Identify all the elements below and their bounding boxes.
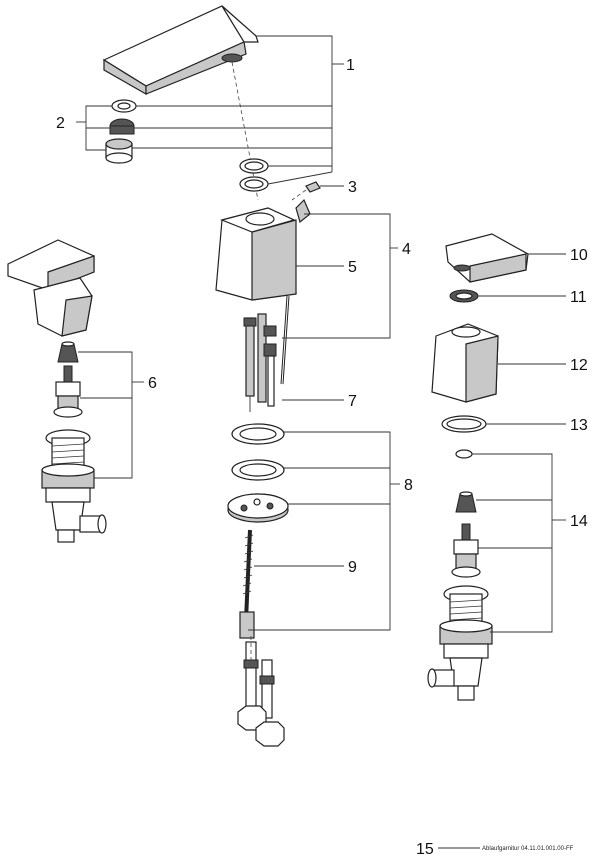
footer-caption: Ablaufgarnitur 04.11.01.001.00-FF (482, 846, 574, 852)
callout-5: 5 (348, 259, 357, 276)
spout-o-ring-lower (239, 176, 269, 192)
callout-9: 9 (348, 559, 357, 576)
aerator-washer (111, 99, 137, 113)
callout-7: 7 (348, 393, 357, 410)
spout-o-ring-upper (239, 158, 269, 174)
callout-13: 13 (570, 417, 588, 434)
aerator-insert (109, 118, 135, 135)
left-cartridge (53, 365, 83, 418)
right-cover-part-12 (431, 323, 499, 403)
callout-2: 2 (56, 115, 65, 132)
callout-8: 8 (404, 477, 413, 494)
right-spline-adapter (455, 491, 477, 513)
aerator-housing (105, 138, 133, 164)
leader-lines (76, 35, 566, 849)
right-cartridge (451, 523, 481, 578)
right-valve-body (427, 585, 493, 701)
callout-1: 1 (346, 57, 355, 74)
mounting-studs-part-7 (243, 313, 277, 412)
spout-part-1 (102, 5, 259, 96)
callout-11: 11 (570, 289, 587, 306)
callout-6: 6 (148, 375, 157, 392)
callout-4: 4 (402, 241, 411, 258)
right-small-ring (455, 449, 473, 459)
gasket-ring-upper (231, 423, 285, 445)
right-ring-part-11 (449, 289, 479, 303)
left-valve-body (41, 429, 107, 543)
threaded-stud-part-9 (239, 529, 255, 639)
pop-up-rod (280, 295, 290, 385)
callout-14: 14 (570, 513, 588, 530)
mixer-body-part-5 (215, 198, 311, 301)
supply-hoses (237, 636, 285, 747)
left-handle (7, 239, 95, 337)
callout-10: 10 (570, 247, 588, 264)
callout-15: 15 (416, 841, 434, 858)
callout-12: 12 (570, 357, 588, 374)
callout-3: 3 (348, 179, 357, 196)
mounting-plate (227, 493, 289, 523)
gasket-ring-middle (231, 459, 285, 481)
right-o-ring-part-13 (441, 415, 487, 433)
left-spline-adapter (57, 341, 79, 363)
set-screw-part-3 (291, 181, 321, 201)
right-handle-part-10 (445, 233, 529, 283)
